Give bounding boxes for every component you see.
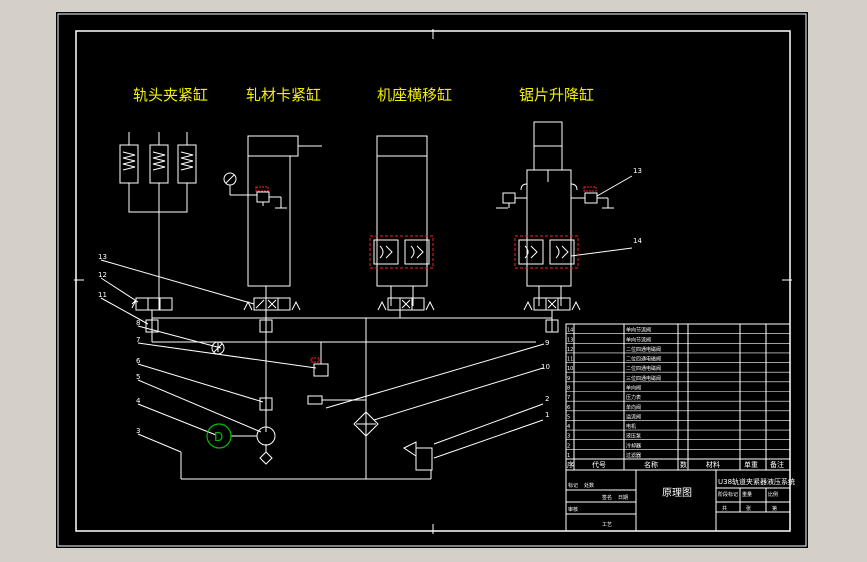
inner-border <box>75 30 791 532</box>
drawing-title: 原理图 <box>662 487 692 499</box>
header-name: 名称 <box>644 460 658 469</box>
cylinder-title-saw-lift: 锯片升降缸 <box>519 86 594 104</box>
parts-row-seq: 6 <box>567 405 570 411</box>
header-weight: 单重 <box>744 460 758 469</box>
parts-row-name: 单向节流阀 <box>626 336 651 343</box>
parts-row-name: 溢流阀 <box>626 413 641 420</box>
parts-row-name: 二位四通电磁阀 <box>626 365 661 372</box>
cylinder-title-base-shift: 机座横移缸 <box>377 86 452 104</box>
callout-14: 14 <box>633 237 642 245</box>
parts-row-seq: 5 <box>567 414 570 420</box>
parts-row-name: 单向节流阀 <box>626 327 651 334</box>
project-title: U38轨道夹紧器液压系统 <box>718 477 795 486</box>
parts-row-name: 冷却器 <box>626 442 641 449</box>
callout-2: 2 <box>545 395 549 403</box>
callout-numbers: 13 12 11 8 7 6 5 4 3 9 10 2 1 13 14 <box>98 167 642 435</box>
parts-row-name: 电机 <box>626 423 636 430</box>
parts-row-seq: 8 <box>567 386 570 392</box>
leader-lines <box>100 175 633 459</box>
callout-12: 12 <box>98 271 107 279</box>
title-block-date: 日期 <box>618 495 628 501</box>
header-material: 材料 <box>706 460 720 469</box>
callout-10: 10 <box>541 363 550 371</box>
base-shift-cylinder <box>376 135 428 306</box>
callout-9: 9 <box>545 339 549 347</box>
parts-row-name: 三位四通电磁阀 <box>626 375 661 382</box>
parts-row-name: 二位四通电磁阀 <box>626 346 661 353</box>
throttle-valve-blocks <box>255 186 597 363</box>
header-note: 备注 <box>770 460 784 469</box>
header-code: 代号 <box>592 460 606 469</box>
title-block-count: 处数 <box>584 482 594 489</box>
parts-row-name: 压力表 <box>626 394 641 401</box>
callout-1: 1 <box>545 411 549 419</box>
title-block-weight: 重量 <box>742 491 752 498</box>
callout-13: 13 <box>98 253 107 261</box>
parts-row-seq: 9 <box>567 376 570 382</box>
rail-clamp-cylinders <box>119 132 197 310</box>
callout-5: 5 <box>136 373 140 381</box>
title-block-scale: 比例 <box>768 491 778 498</box>
callout-7: 7 <box>136 336 140 344</box>
title-block-total: 共 <box>722 505 727 512</box>
parts-row-seq: 11 <box>567 357 573 363</box>
title-block-sign: 签名 <box>602 494 612 501</box>
directional-valves <box>131 297 581 311</box>
pipe-network <box>145 310 559 480</box>
parts-row-seq: 13 <box>567 337 573 343</box>
hydraulic-schematic: 轨头夹紧缸 轧材卡紧缸 机座横移缸 锯片升降缸 <box>57 13 807 547</box>
title-block-review: 审核 <box>568 506 578 513</box>
title-block-stage: 阶段标记 <box>718 491 738 498</box>
motor-icon <box>206 423 232 449</box>
relief-valve-icon <box>256 191 270 203</box>
parts-row-seq: 14 <box>567 328 573 334</box>
callout-3: 3 <box>136 427 140 435</box>
parts-row-name: 单向阀 <box>626 385 641 392</box>
cad-viewport[interactable]: 轨头夹紧缸 轧材卡紧缸 机座横移缸 锯片升降缸 <box>56 12 808 548</box>
parts-row-seq: 2 <box>567 443 570 449</box>
motor-label: D <box>214 430 223 444</box>
callout-8: 8 <box>136 319 140 327</box>
title-block-mark: 标记 <box>568 482 578 489</box>
callout-11: 11 <box>98 291 107 299</box>
saw-lift-cylinder <box>496 121 614 306</box>
parts-row-name: 过滤器 <box>626 452 641 459</box>
parts-row-seq: 1 <box>567 453 570 459</box>
parts-row-seq: 3 <box>567 434 570 440</box>
drawing-frame <box>57 13 807 547</box>
cylinder-title-rail-clamp: 轨头夹紧缸 <box>133 86 208 104</box>
parts-row-seq: 12 <box>567 347 573 353</box>
title-block-process: 工艺 <box>602 522 612 528</box>
parts-row-seq: 4 <box>567 424 570 430</box>
parts-row-name: 液压泵 <box>626 433 641 440</box>
motor: D <box>206 423 232 449</box>
callout-6: 6 <box>136 357 141 365</box>
callout-13b: 13 <box>633 167 642 175</box>
header-qty: 数 <box>680 460 687 469</box>
parts-row-seq: 7 <box>567 395 570 401</box>
cylinder-title-material-clamp: 轧材卡紧缸 <box>246 86 321 104</box>
title-block-sheets: 张 <box>746 505 751 512</box>
parts-row-seq: 10 <box>567 366 573 372</box>
callout-4: 4 <box>136 397 141 405</box>
title-block-sheet-no: 第 <box>772 505 777 512</box>
parts-row-name: 二位四通电磁阀 <box>626 356 661 363</box>
material-clamp-cylinder <box>223 135 322 306</box>
parts-row-name: 单向阀 <box>626 404 641 411</box>
outer-border <box>57 13 807 547</box>
header-seq: 序 <box>567 460 574 469</box>
